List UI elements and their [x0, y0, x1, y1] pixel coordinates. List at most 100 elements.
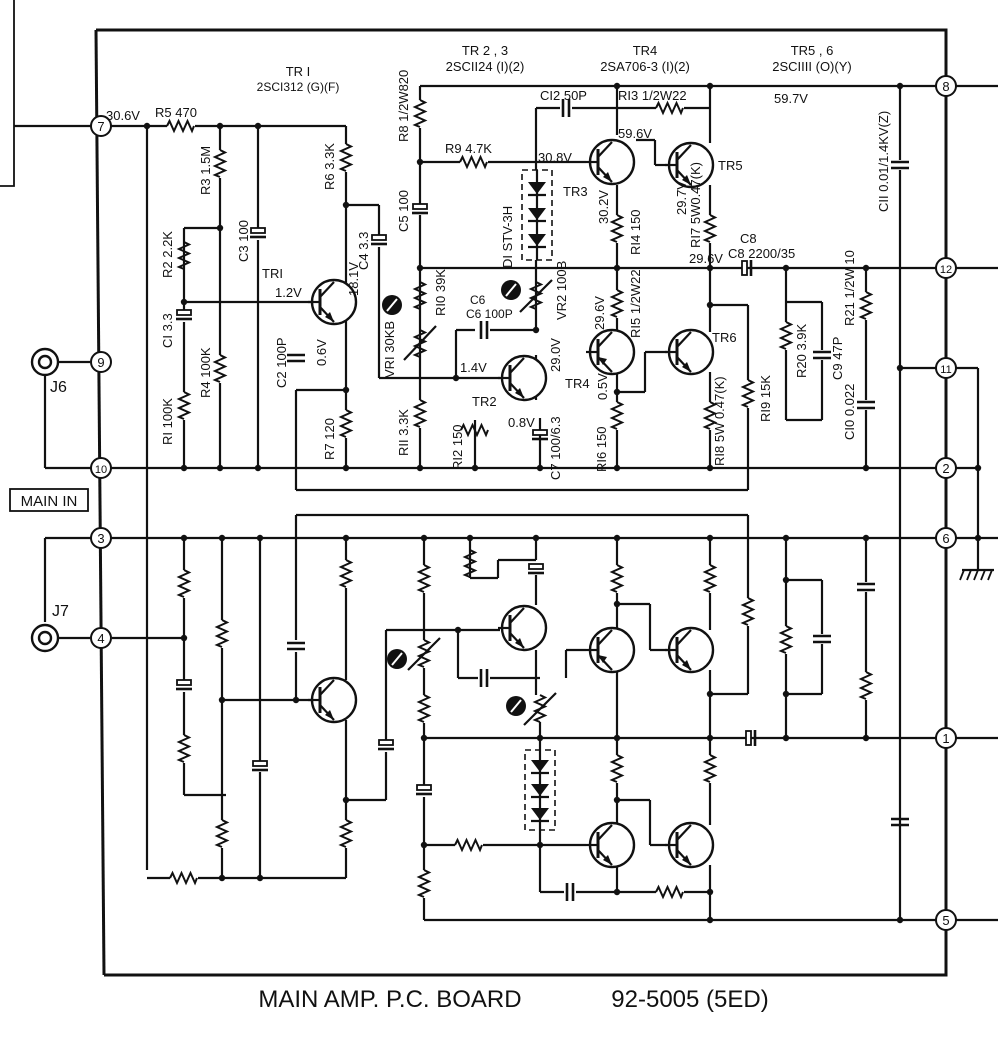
capacitor-c1 — [174, 308, 194, 321]
tr4-header-name: TR4 — [633, 43, 658, 58]
resistor-r14 — [611, 214, 623, 243]
trimmer-lower-vr1 — [386, 637, 441, 671]
vr2-label: VR2 100B — [554, 261, 569, 320]
trimmer-vr1 — [381, 294, 437, 361]
voltage-29-6-b: 29.6V — [592, 296, 607, 330]
trimmer-vr2 — [500, 279, 553, 313]
transistor-tr6 — [663, 328, 715, 376]
resistor-r1 — [178, 391, 190, 420]
c8-label: C8 2200/35 — [728, 246, 795, 261]
r16-label: RI6 150 — [594, 426, 609, 472]
jack-j6-label: J6 — [50, 379, 67, 396]
resistor-lower-r10 — [418, 694, 430, 723]
transistor-lower-tr5 — [663, 821, 715, 869]
resistor-lower-r1 — [178, 734, 190, 763]
r11-label: RII 3.3K — [396, 409, 411, 456]
voltage-29-6-a: 29.6V — [689, 251, 723, 266]
tr23-header-part: 2SCII24 (I)(2) — [446, 59, 525, 74]
resistor-lower-r7 — [340, 819, 352, 848]
resistor-r11 — [414, 399, 426, 428]
svg-text:10: 10 — [95, 464, 107, 476]
r5-label: R5 470 — [155, 105, 197, 120]
svg-text:6: 6 — [942, 531, 949, 546]
resistor-lower-r12 — [464, 549, 476, 578]
svg-text:11: 11 — [940, 364, 951, 376]
c3-label: C3 100 — [236, 220, 251, 262]
c7-label: C7 100/6.3 — [548, 416, 563, 480]
resistor-lower-r13 — [655, 886, 684, 898]
svg-text:12: 12 — [940, 264, 952, 276]
r14-label: RI4 150 — [628, 209, 643, 255]
c12-label: CI2 50P — [540, 88, 587, 103]
resistor-r7 — [340, 409, 352, 438]
r7-label: R7 120 — [322, 418, 337, 460]
jack-j7-label: J7 — [52, 603, 69, 620]
r8-label: R8 1/2W820 — [396, 70, 411, 142]
transistor-tr3 — [584, 138, 636, 186]
terminal-1: 1 — [935, 727, 957, 749]
tr3-label: TR3 — [563, 184, 588, 199]
voltage-0-5: 0.5V — [595, 373, 610, 400]
r15-label: RI5 1/2W22 — [628, 269, 643, 338]
capacitor-c2 — [285, 353, 307, 363]
resistor-lower-r19 — [742, 597, 754, 626]
resistor-r9 — [459, 156, 488, 168]
svg-text:7: 7 — [97, 119, 104, 134]
capacitor-c3 — [248, 226, 268, 239]
voltage-59-7: 59.7V — [774, 91, 808, 106]
r3-label: R3 1.5M — [198, 146, 213, 195]
jack-j6 — [30, 347, 90, 377]
capacitor-lower-c6 — [479, 667, 489, 689]
voltage-0-6: 0.6V — [314, 339, 329, 366]
c6-label-a: C6 — [470, 293, 486, 307]
tr1-header-name: TR I — [286, 64, 311, 79]
capacitor-lower-c2 — [285, 641, 307, 651]
capacitor-c4 — [369, 233, 389, 246]
resistor-lower-r2 — [178, 569, 190, 598]
terminal-2: 2 — [935, 457, 957, 479]
svg-text:9: 9 — [97, 355, 104, 370]
resistor-lower-r4 — [216, 619, 228, 648]
resistor-lower-r18 — [704, 564, 716, 593]
resistor-lower-r14 — [611, 754, 623, 783]
capacitor-c11 — [889, 160, 911, 170]
voltage-29-7: 29.7V — [674, 181, 689, 215]
terminal-12: 12 — [935, 257, 957, 279]
resistor-r5 — [166, 120, 195, 132]
svg-text:1: 1 — [942, 731, 949, 746]
r19-label: RI9 15K — [758, 375, 773, 422]
resistor-r13 — [655, 102, 684, 114]
transistor-tr4 — [584, 328, 636, 376]
tr1-label: TRI — [262, 266, 283, 281]
tr2-label: TR2 — [472, 394, 497, 409]
voltage-59-6: 59.6V — [618, 126, 652, 141]
resistor-r20 — [780, 321, 792, 350]
board-left-edge — [94, 29, 106, 976]
c1-label: CI 3.3 — [160, 313, 175, 348]
svg-text:4: 4 — [97, 631, 104, 646]
resistor-r4 — [214, 354, 226, 383]
tr5-label: TR5 — [718, 158, 743, 173]
terminal-3: 3 — [90, 527, 112, 549]
resistor-lower-r8 — [418, 564, 430, 593]
voltage-1-4: 1.4V — [460, 360, 487, 375]
voltage-0-8: 0.8V — [508, 415, 535, 430]
c2-label: C2 100P — [274, 337, 289, 388]
resistor-lower-r16 — [611, 564, 623, 593]
r9-label: R9 4.7K — [445, 141, 492, 156]
main-in-label: MAIN IN — [21, 493, 78, 510]
terminal-11: 11 — [935, 357, 957, 379]
capacitor-lower-c10 — [855, 582, 877, 592]
voltage-30-8: 30.8V — [538, 150, 572, 165]
jack-j7 — [30, 623, 90, 653]
voltage-18-1: 18.1V — [346, 262, 361, 296]
lower-channel-wiring — [43, 366, 998, 922]
r17-label: RI7 5W0.47(K) — [688, 162, 703, 248]
resistor-lower-r17 — [704, 754, 716, 783]
board-outline — [96, 28, 948, 977]
capacitor-lower-c7 — [526, 562, 546, 575]
c5-label: C5 100 — [396, 190, 411, 232]
terminal-5: 5 — [935, 909, 957, 931]
r2-label: R2 2.2K — [160, 231, 175, 278]
